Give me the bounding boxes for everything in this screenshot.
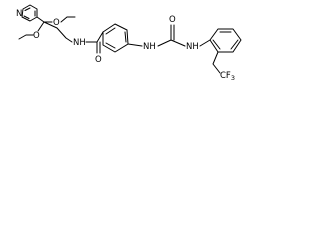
pyridine-n-label: N [16, 9, 22, 19]
central-benzene-ring [102, 23, 129, 53]
urea-bonds [157, 24, 186, 47]
pyridine-inner-double-bonds [23, 7, 36, 19]
chemical-structure: N O O NH O NH O NH CF3 [16, 4, 242, 82]
cf3-subscript: 3 [231, 74, 235, 82]
diethoxy-ethyl-chain [18, 16, 76, 43]
trifluoromethylphenyl-ring [209, 28, 242, 74]
pyridine-ring [21, 4, 45, 23]
benzamide-core [85, 23, 143, 54]
aryl-ring-inner-bonds [212, 31, 239, 50]
urea-linker [157, 24, 211, 47]
urea-o-label: O [169, 15, 176, 25]
lower-ether-o-label: O [33, 31, 40, 41]
benzene-to-urea-bond [127, 43, 143, 47]
urea-to-aryl-bond [199, 39, 211, 47]
amide-nh-label: NH [73, 38, 86, 48]
upper-ethoxy-bonds [43, 16, 76, 23]
urea-nh-right-label: NH [186, 42, 199, 52]
upper-ether-o-label: O [53, 18, 60, 28]
lower-ethoxy-bonds [18, 21, 45, 40]
cf3-label: CF3 [220, 71, 235, 82]
ethyl-to-amide-bonds [43, 21, 73, 43]
carbonyl-o-label: O [95, 55, 102, 65]
aryl-to-cf3-bond [212, 51, 221, 74]
cf3-main-text: CF [220, 71, 231, 81]
urea-nh-left-label: NH [143, 42, 156, 52]
pyridine-to-quaternary-carbon-bond [36, 16, 45, 23]
amide-bonds [85, 31, 104, 54]
central-benzene-inner-bonds [105, 27, 127, 49]
